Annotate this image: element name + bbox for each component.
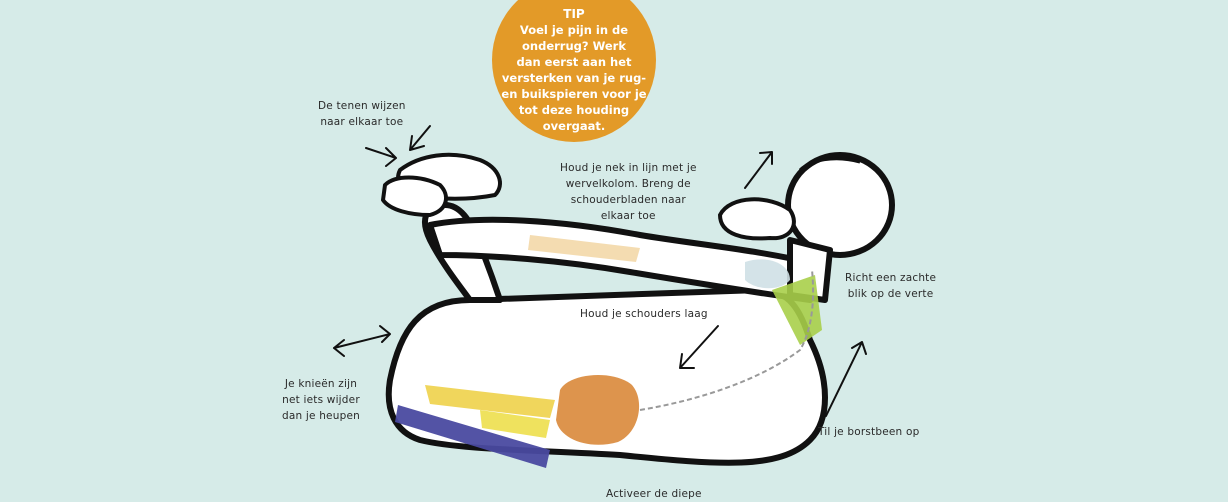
tip-text: Voel je pijn in de onderrug? Werk dan ee…	[501, 22, 647, 133]
label-sternum: Til je borstbeen op	[818, 426, 920, 438]
label-neck: Houd je nek in lijn met je wervelkolom. …	[560, 162, 697, 222]
annotation-arrows	[333, 125, 867, 417]
glute-highlight	[556, 374, 640, 445]
hamstring-highlight-2	[480, 410, 550, 438]
label-toes: De tenen wijzen naar elkaar toe	[318, 100, 406, 128]
hair	[717, 197, 796, 241]
feet	[381, 152, 502, 217]
hair-strand	[798, 157, 861, 172]
shoulders-arrow-icon	[679, 325, 719, 369]
tip-title: TIP	[563, 6, 585, 21]
label-shoulders: Houd je schouders laag	[580, 308, 708, 320]
hamstring-highlight	[425, 385, 555, 418]
label-gaze: Richt een zachte blik op de verte	[845, 272, 937, 300]
quad-highlight	[395, 405, 550, 468]
spine	[639, 269, 815, 411]
shoulder-highlight	[745, 259, 790, 289]
arm-highlight	[528, 235, 640, 262]
label-core: Activeer de diepe	[606, 488, 702, 500]
tip-bubble: TIP Voel je pijn in de onderrug? Werk da…	[492, 0, 656, 142]
neck-arrow-icon	[744, 151, 773, 189]
label-knees: Je knieën zijn net iets wijder dan je he…	[282, 378, 360, 422]
toes-arrow-icon-2	[409, 125, 431, 151]
sternum-arrow-icon	[825, 341, 867, 417]
toes-arrow-icon	[365, 147, 397, 167]
knees-arrow-icon	[333, 325, 391, 357]
